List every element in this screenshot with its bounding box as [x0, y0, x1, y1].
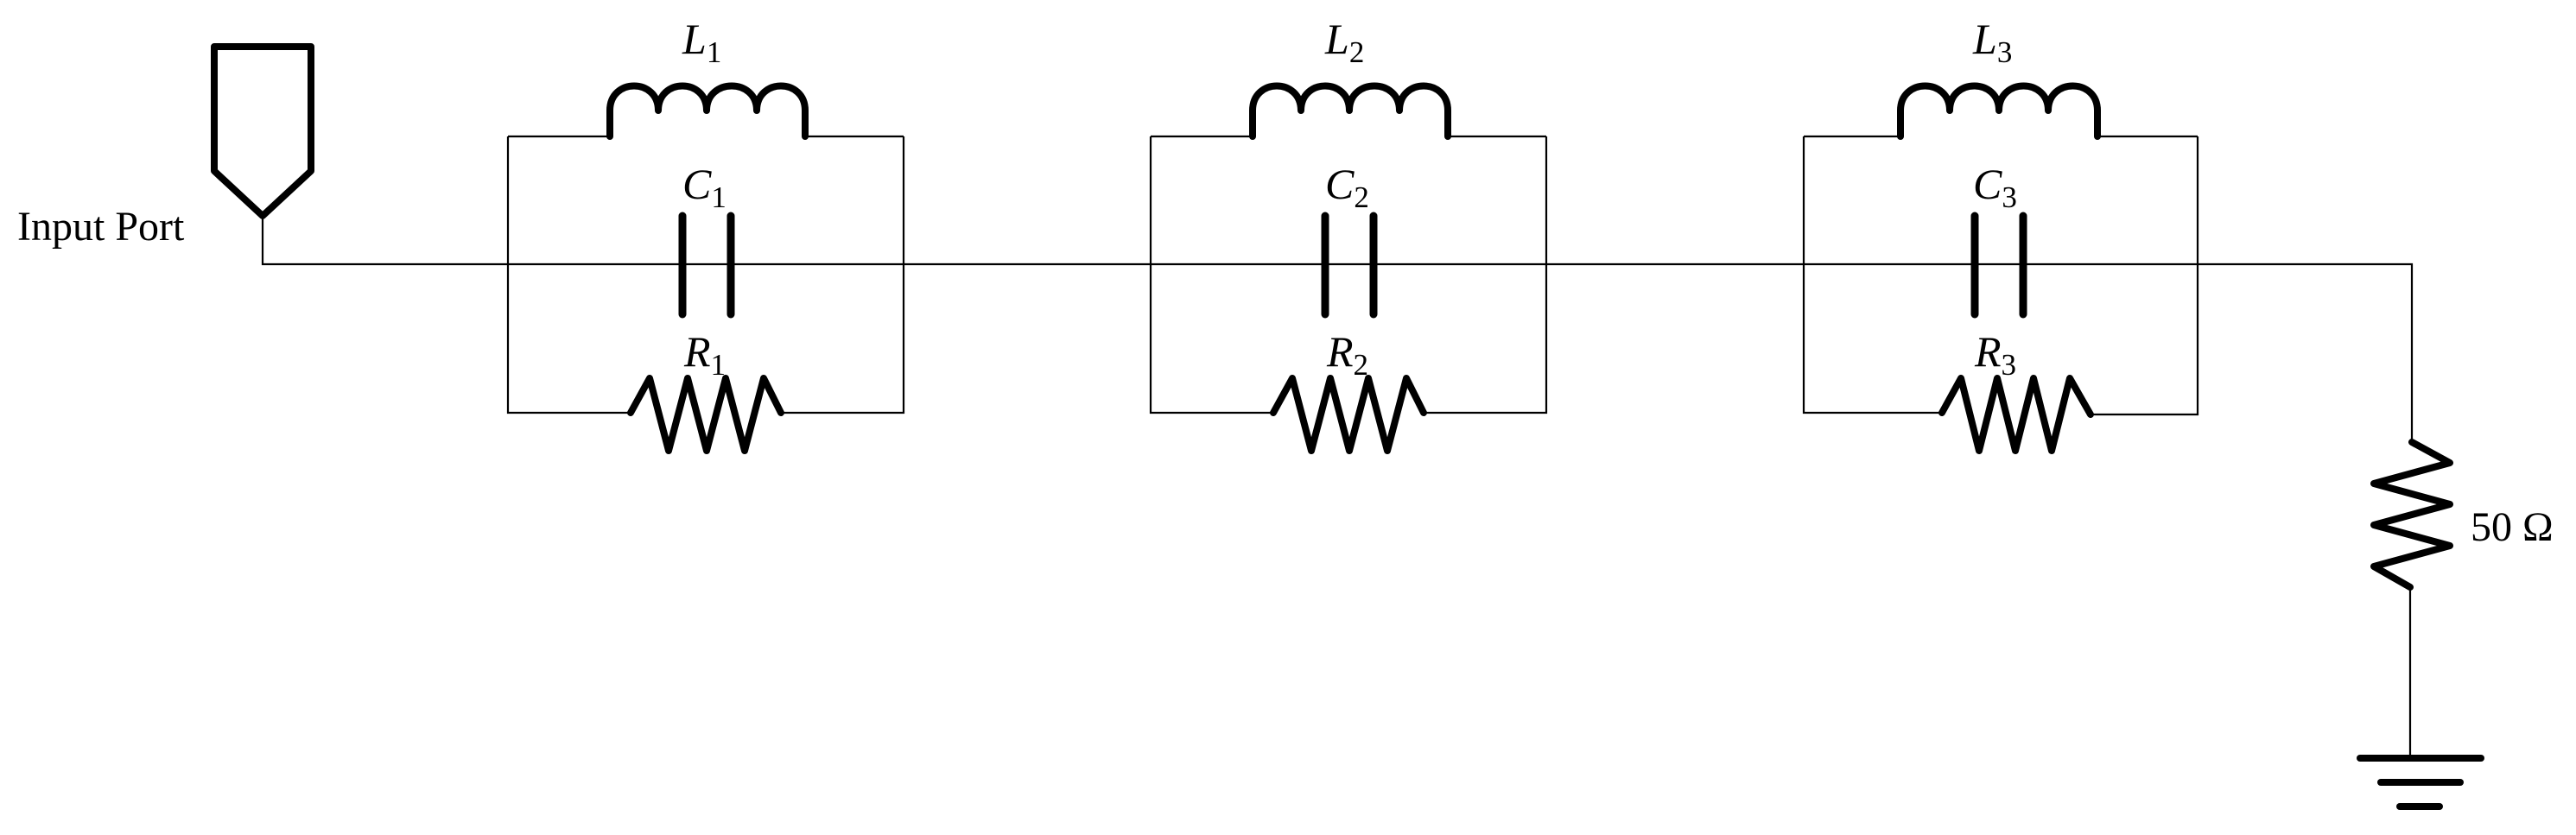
section-3-rlc-tank: L3 C3 R3	[1802, 15, 2199, 454]
inductor-l2-symbol	[1249, 82, 1451, 140]
capacitor-c1-label: C1	[682, 160, 726, 214]
capacitor-c2-label: C2	[1325, 160, 1369, 214]
capacitor-c1-symbol	[678, 212, 735, 319]
resistor-r3-symbol	[1938, 375, 2094, 454]
capacitor-c3-symbol	[1970, 212, 2027, 319]
inductor-l3-symbol	[1897, 82, 2101, 140]
capacitor-c2-symbol	[1321, 212, 1378, 319]
section-1-rlc-tank: L1 C1 R1	[506, 15, 905, 454]
resistor-r3-label: R3	[1974, 327, 2016, 382]
inductor-l1-symbol	[606, 82, 809, 140]
inductor-l3-label: L3	[1972, 15, 2012, 69]
resistor-r1-label: R1	[683, 327, 726, 382]
section-2-rlc-tank: L2 C2 R2	[1149, 15, 1548, 454]
section-2-frame	[1149, 135, 1548, 414]
capacitor-c3-label: C3	[1973, 160, 2017, 214]
section-3-frame	[1802, 135, 2199, 416]
resistor-r1-symbol	[627, 375, 784, 454]
ground-icon	[2357, 755, 2484, 810]
input-port-label: Input Port	[17, 204, 185, 250]
resistor-r2-symbol	[1270, 375, 1427, 454]
input-port-symbol	[211, 43, 314, 219]
inductor-l1-label: L1	[682, 15, 721, 69]
main-wire	[261, 216, 2414, 442]
resistor-r2-label: R2	[1326, 327, 1368, 382]
load-resistor-symbol	[2370, 439, 2453, 591]
inductor-l2-label: L2	[1324, 15, 1364, 69]
load-resistor-label: 50 Ω	[2471, 504, 2554, 550]
section-1-frame	[506, 135, 905, 414]
